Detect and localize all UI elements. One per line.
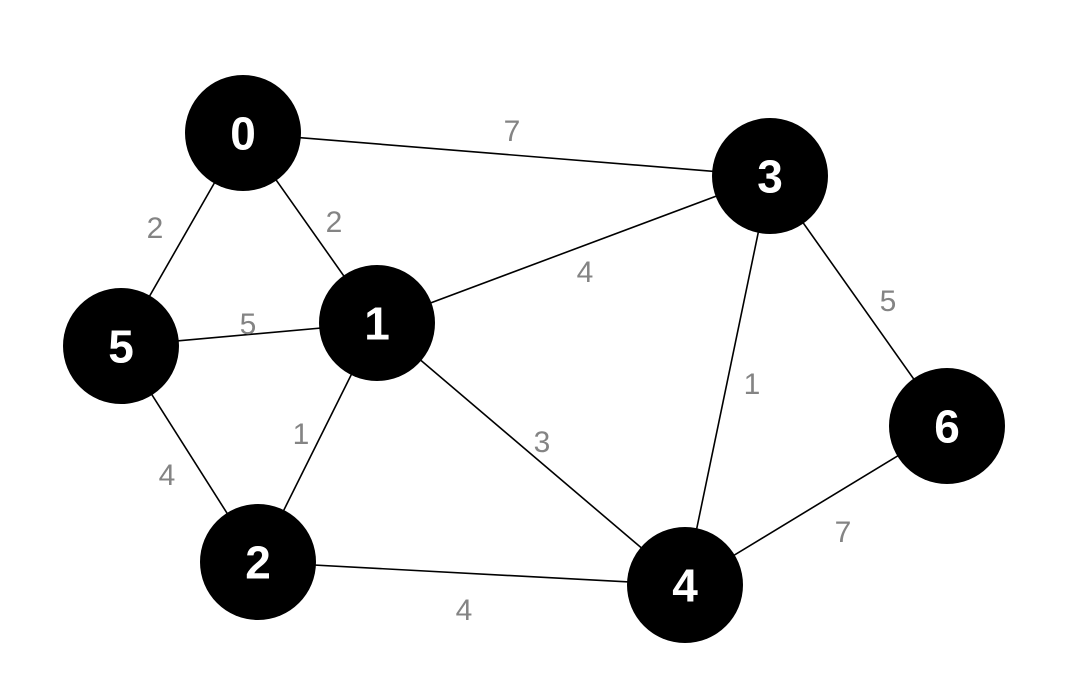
edge-weight-2-4: 4 bbox=[456, 594, 473, 627]
node-label-3: 3 bbox=[757, 151, 783, 203]
node-label-6: 6 bbox=[934, 401, 960, 453]
edge-1-4 bbox=[376, 322, 686, 586]
graph-node-5[interactable]: 5 bbox=[63, 288, 179, 404]
graph-node-3[interactable]: 3 bbox=[712, 118, 828, 234]
edge-weight-5-1: 5 bbox=[240, 308, 257, 341]
edge-weight-5-2: 4 bbox=[159, 459, 176, 492]
node-circle-4[interactable] bbox=[627, 527, 743, 643]
graph-node-6[interactable]: 6 bbox=[889, 368, 1005, 484]
node-label-2: 2 bbox=[245, 537, 271, 589]
edge-weight-1-4: 3 bbox=[534, 426, 551, 459]
node-label-4: 4 bbox=[672, 560, 698, 612]
node-circle-0[interactable] bbox=[185, 75, 301, 191]
edge-0-3 bbox=[242, 132, 771, 177]
node-label-0: 0 bbox=[230, 108, 256, 160]
node-circle-5[interactable] bbox=[63, 288, 179, 404]
graph-node-0[interactable]: 0 bbox=[185, 75, 301, 191]
graph-node-4[interactable]: 4 bbox=[627, 527, 743, 643]
node-label-5: 5 bbox=[108, 321, 134, 373]
node-label-1: 1 bbox=[364, 298, 390, 350]
edge-weight-3-4: 1 bbox=[744, 368, 761, 401]
node-circle-6[interactable] bbox=[889, 368, 1005, 484]
graph-node-1[interactable]: 1 bbox=[319, 265, 435, 381]
edge-1-3 bbox=[376, 175, 771, 324]
edge-2-4 bbox=[257, 561, 686, 586]
edge-weight-1-2: 1 bbox=[293, 418, 310, 451]
edge-weight-3-6: 5 bbox=[880, 285, 897, 318]
graph-node-2[interactable]: 2 bbox=[200, 504, 316, 620]
edge-weight-0-3: 7 bbox=[504, 115, 521, 148]
node-circle-1[interactable] bbox=[319, 265, 435, 381]
edge-weight-0-1: 2 bbox=[326, 206, 343, 239]
edge-weight-0-5: 2 bbox=[147, 212, 164, 245]
edge-weight-4-6: 7 bbox=[835, 516, 852, 549]
node-circle-3[interactable] bbox=[712, 118, 828, 234]
edge-3-4 bbox=[684, 175, 771, 586]
edge-weight-1-3: 4 bbox=[577, 256, 594, 289]
node-circle-2[interactable] bbox=[200, 504, 316, 620]
